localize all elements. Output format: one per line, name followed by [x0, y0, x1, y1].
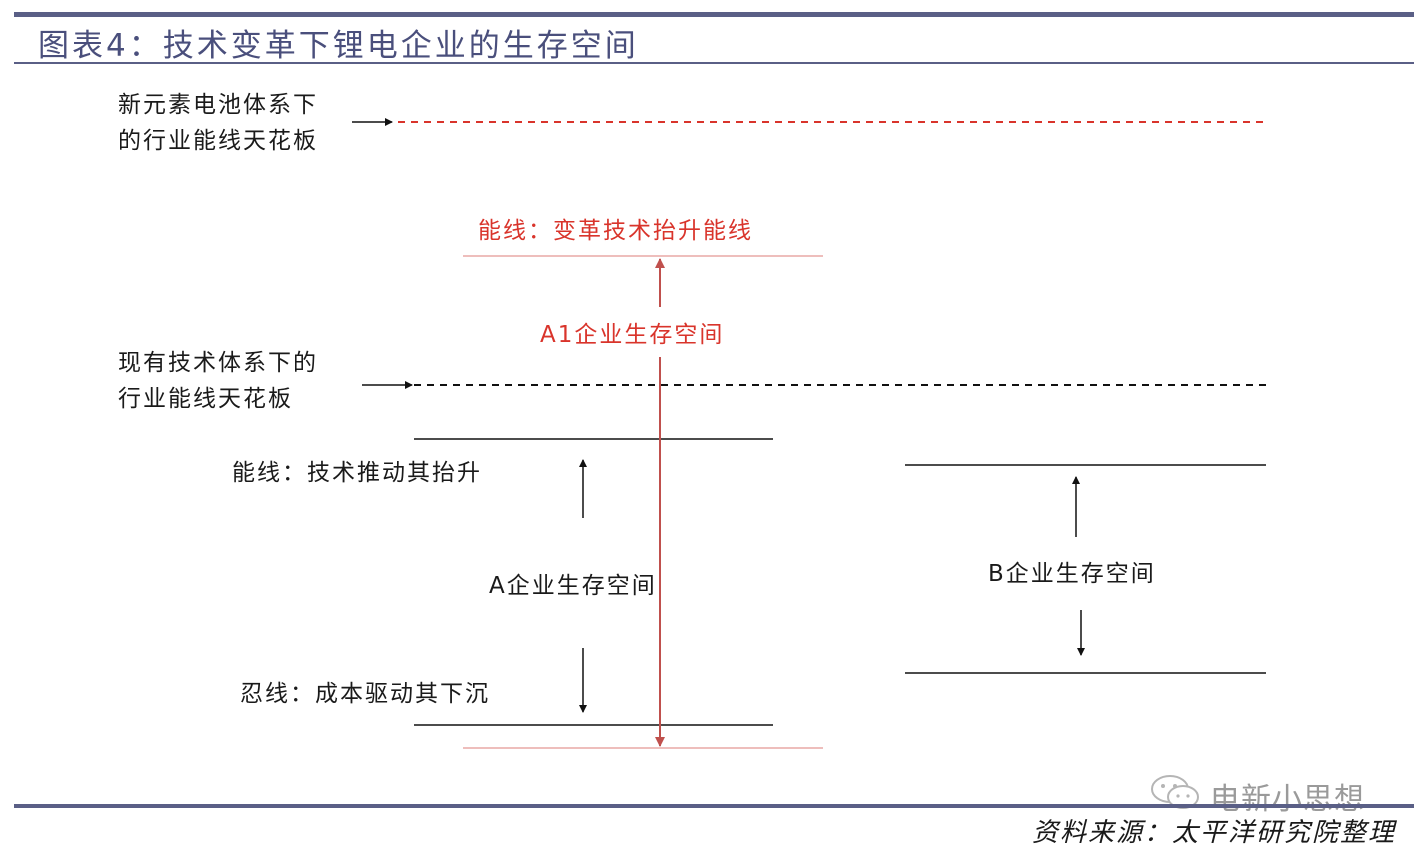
figure-title: 图表4：技术变革下锂电企业的生存空间 [38, 28, 639, 64]
watermark-text: 电新小思想 [1210, 782, 1365, 817]
header-bottom-rule [14, 62, 1414, 64]
watermark: 电新小思想 [1148, 772, 1364, 817]
new-ceiling-label-line2: 的行业能线天花板 [118, 128, 318, 154]
b-space-label: B企业生存空间 [988, 561, 1156, 587]
chat-bubble-icon [1151, 775, 1199, 809]
a-space-label: A企业生存空间 [489, 573, 657, 599]
footer-rule [14, 804, 1414, 808]
new-ceiling-label-line1: 新元素电池体系下 [118, 92, 318, 118]
lower-tolerance-label: 忍线：成本驱动其下沉 [240, 681, 490, 707]
source-note: 资料来源：太平洋研究院整理 [1031, 818, 1396, 848]
a1-space-label: A1企业生存空间 [538, 318, 727, 352]
current-ceiling-label-line2: 行业能线天花板 [118, 386, 293, 412]
current-ceiling-label-line1: 现有技术体系下的 [118, 350, 318, 376]
header-top-rule [14, 12, 1414, 17]
upper-capacity-label: 能线：技术推动其抬升 [232, 460, 482, 486]
red-upper-capacity-label: 能线：变革技术抬升能线 [478, 218, 753, 244]
